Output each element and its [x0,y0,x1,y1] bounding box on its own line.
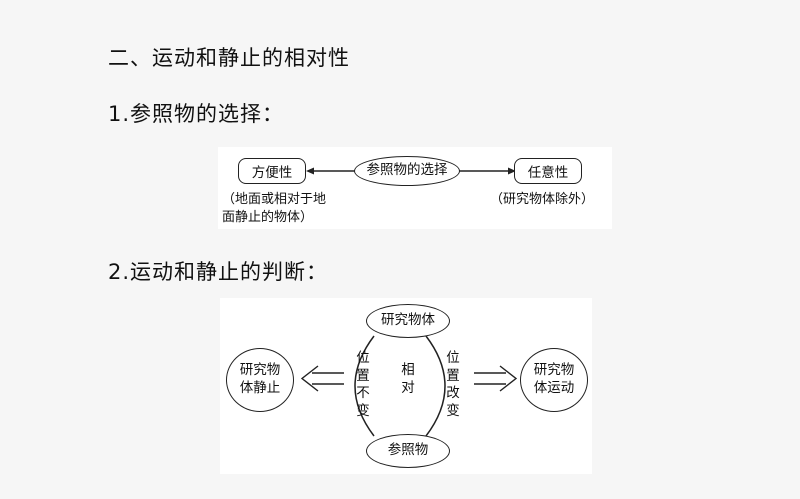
position-changed-label: 位置改变 [446,350,460,419]
reference-choice-oval: 参照物的选择 [354,156,460,186]
right-double-arrow [474,365,518,392]
research-object-oval: 研究物体 [366,304,450,338]
diagram1-arrows [306,167,516,175]
convenience-note: （地面或相对于地 面静止的物体） [222,191,326,226]
reference-object-oval: 参照物 [366,434,450,468]
relative-label: 相对 [401,362,415,396]
subheading-motion-judgment: 2.运动和静止的判断： [108,260,329,284]
arbitrariness-note: （研究物体除外） [490,192,595,207]
subheading-reference-choice: 1.参照物的选择： [108,102,285,126]
motion-judgment-diagram: 研究物体 参照物 研究物体静止 研究物体运动 位置不变 相对 位置改变 [220,298,592,474]
convenience-box: 方便性 [238,158,306,184]
arbitrariness-box: 任意性 [514,158,582,184]
diagram2-lines [300,335,518,437]
object-in-motion-circle: 研究物体运动 [520,348,588,412]
section-title: 二、运动和静止的相对性 [108,46,350,70]
object-at-rest-circle: 研究物体静止 [226,348,294,412]
convenience-note-line-2: 面静止的物体） [222,209,314,225]
convenience-note-line-1: （地面或相对于地 [222,192,327,207]
reference-choice-diagram: 方便性 参照物的选择 任意性 （地面或相对于地 面静止的物体） （研究物体除外） [218,147,612,229]
position-unchanged-label: 位置不变 [356,350,370,419]
left-double-arrow [300,365,344,392]
